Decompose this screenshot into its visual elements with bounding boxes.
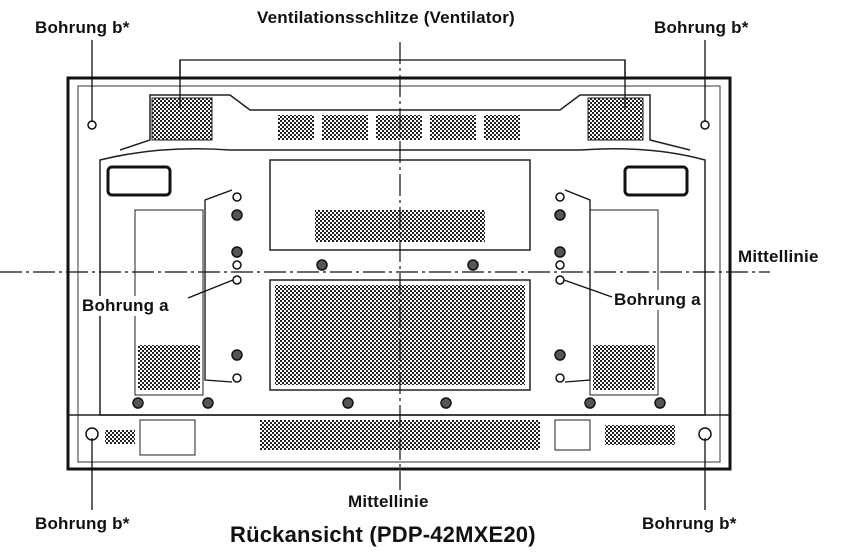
label-ventilation-slots: Ventilationsschlitze (Ventilator) — [257, 8, 515, 27]
screws-mount — [132, 209, 666, 409]
top-vent-3 — [376, 115, 422, 140]
top-vent-5 — [484, 115, 520, 140]
side-vent-right — [593, 345, 655, 390]
terminal-block-right — [554, 419, 591, 451]
label-hole-b-top-right: Bohrung b* — [654, 18, 749, 37]
bottom-vent-left — [105, 430, 135, 444]
top-vent-2 — [322, 115, 368, 140]
panel-inner-frame — [77, 85, 721, 463]
top-vent-4 — [430, 115, 476, 140]
label-hole-b-top-left: Bohrung b* — [35, 18, 130, 37]
side-vent-left — [138, 345, 200, 390]
fan-vent-right — [587, 97, 644, 141]
label-center-line-right: Mittellinie — [736, 247, 821, 267]
terminal-block-left — [139, 419, 196, 456]
label-hole-b-bottom-left: Bohrung b* — [35, 514, 130, 533]
fan-vent-left — [151, 97, 213, 141]
bottom-vent-right — [605, 425, 675, 445]
diagram-caption: Rückansicht (PDP-42MXE20) — [230, 522, 536, 547]
label-hole-b-bottom-right: Bohrung b* — [642, 514, 737, 533]
back-plate — [99, 148, 706, 416]
label-hole-a-right: Bohrung a — [612, 290, 703, 310]
handle-right — [623, 165, 689, 197]
leader-lines — [91, 40, 706, 510]
top-vent-1 — [278, 115, 314, 140]
label-center-line-bottom: Mittellinie — [346, 492, 431, 512]
top-housing — [119, 94, 691, 151]
handle-left — [106, 165, 172, 197]
label-hole-a-left: Bohrung a — [80, 296, 171, 316]
panel-outline — [66, 76, 732, 471]
